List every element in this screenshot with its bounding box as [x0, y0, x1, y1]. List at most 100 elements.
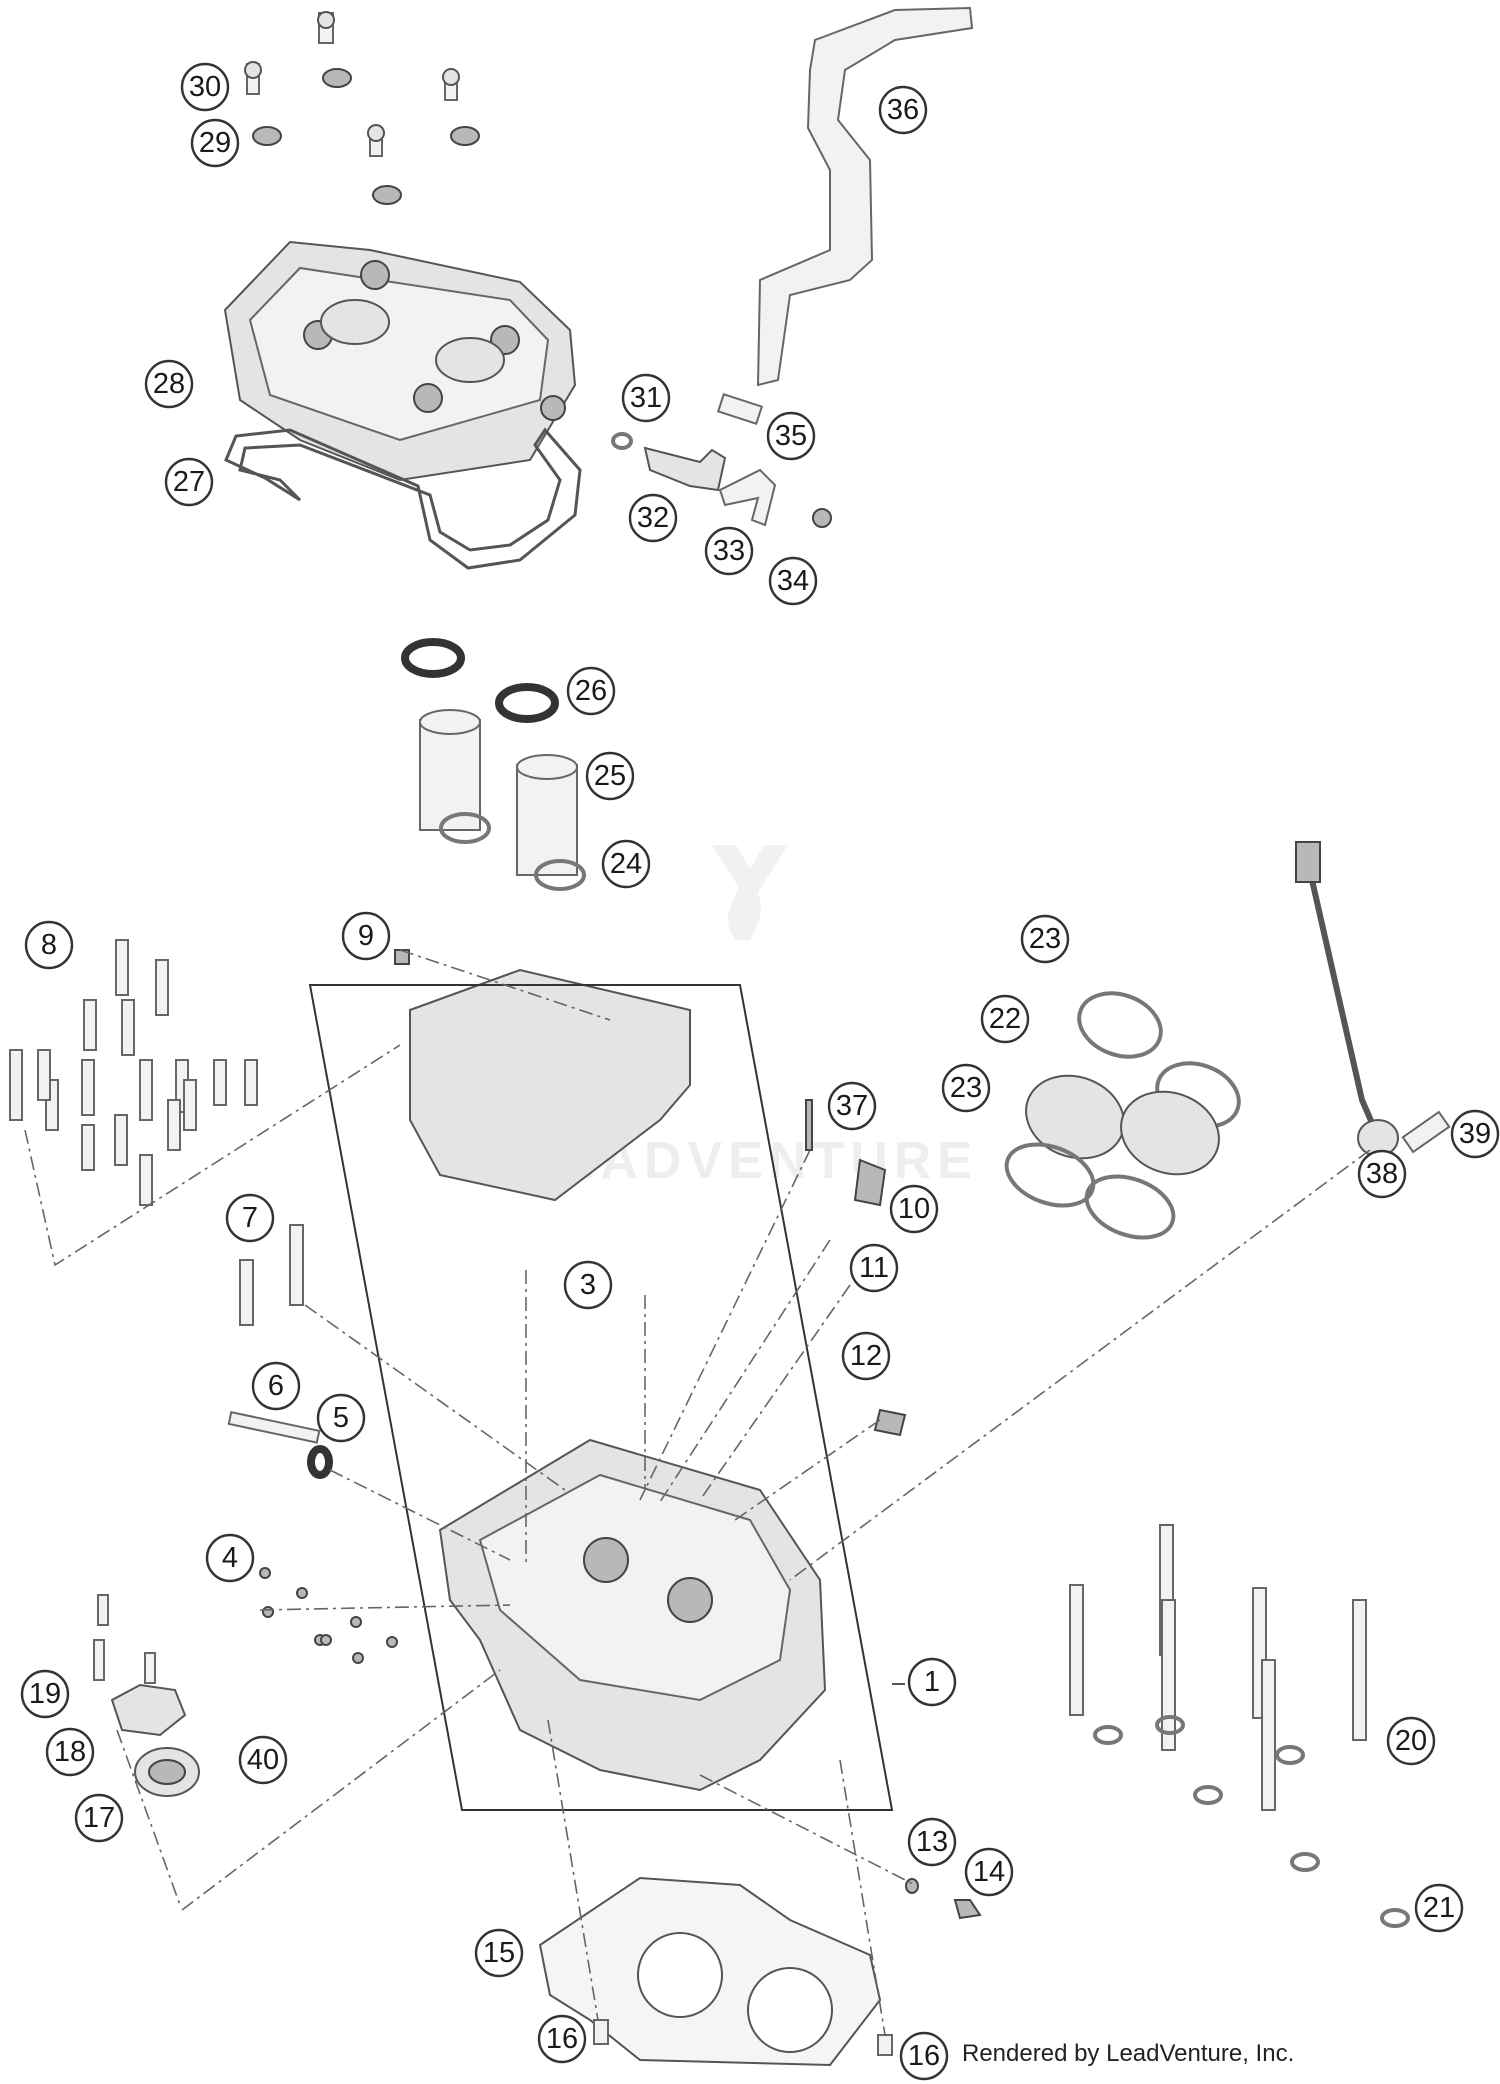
- valve-cover-gasket: [224, 427, 582, 570]
- callout-12: 12: [841, 1331, 891, 1381]
- callout-25: 25: [585, 751, 635, 801]
- head-bolts-set: [9, 939, 258, 1206]
- callout-20-label: 20: [1395, 1725, 1427, 1757]
- callout-13-label: 13: [916, 1826, 948, 1858]
- callout-22: 22: [980, 994, 1030, 1044]
- callout-38: 38: [1357, 1149, 1407, 1199]
- callout-35-label: 35: [775, 420, 807, 452]
- cylinder-bolts: [1069, 1524, 1410, 1928]
- callout-23b-label: 23: [950, 1072, 982, 1104]
- callout-28: 28: [144, 359, 194, 409]
- callout-34-label: 34: [777, 565, 809, 597]
- callout-40-label: 40: [247, 1744, 279, 1776]
- callout-15: 15: [474, 1928, 524, 1978]
- callout-37: 37: [827, 1081, 877, 1131]
- callout-28-label: 28: [153, 368, 185, 400]
- callout-5-label: 5: [333, 1402, 349, 1434]
- callout-36-label: 36: [887, 94, 919, 126]
- callout-36: 36: [878, 85, 928, 135]
- callout-22-label: 22: [989, 1003, 1021, 1035]
- callout-29-label: 29: [199, 127, 231, 159]
- callout-4-label: 4: [222, 1542, 238, 1574]
- callout-8: 8: [24, 920, 74, 970]
- spark-plug-tubes: [401, 638, 586, 891]
- callout-18: 18: [45, 1727, 95, 1777]
- thermostat-housing: [110, 1683, 187, 1737]
- callout-6-label: 6: [268, 1370, 284, 1402]
- breather-fitting: [643, 446, 727, 492]
- callout-16b-label: 16: [908, 2040, 940, 2072]
- callout-10-label: 10: [898, 1193, 930, 1225]
- callout-12-label: 12: [850, 1340, 882, 1372]
- callout-27-label: 27: [173, 466, 205, 498]
- callout-19: 19: [20, 1669, 70, 1719]
- callout-16b: 16: [899, 2031, 949, 2081]
- valve-cover-bolts: [244, 11, 480, 205]
- temp-sensor: [853, 1158, 887, 1207]
- callout-39: 39: [1450, 1109, 1500, 1159]
- callout-21: 21: [1414, 1883, 1464, 1933]
- credit-text: Rendered by LeadVenture, Inc.: [962, 2040, 1295, 2067]
- callout-31: 31: [621, 373, 671, 423]
- camshaft-carrier: [409, 968, 691, 1202]
- callout-23a-label: 23: [1029, 923, 1061, 955]
- callout-40: 40: [238, 1735, 288, 1785]
- callout-32: 32: [628, 493, 678, 543]
- small-nuts: [224, 1552, 398, 1664]
- callout-32-label: 32: [637, 502, 669, 534]
- valve-cover: [223, 240, 577, 482]
- callout-16a-label: 16: [546, 2023, 578, 2055]
- callout-7: 7: [225, 1193, 275, 1243]
- callout-11: 11: [849, 1243, 899, 1293]
- callout-14: 14: [964, 1847, 1014, 1897]
- callout-19-label: 19: [29, 1678, 61, 1710]
- callout-5: 5: [316, 1393, 366, 1443]
- callout-30-label: 30: [189, 71, 221, 103]
- callout-34: 34: [768, 556, 818, 606]
- callout-3-label: 3: [580, 1269, 596, 1301]
- callout-20: 20: [1386, 1716, 1436, 1766]
- assembly-frame: [308, 984, 905, 1811]
- callout-31-label: 31: [630, 382, 662, 414]
- callout-4: 4: [205, 1533, 255, 1583]
- callout-21-label: 21: [1423, 1892, 1455, 1924]
- callout-11-label: 11: [859, 1252, 889, 1284]
- callout-38-label: 38: [1366, 1158, 1398, 1190]
- callout-15-label: 15: [483, 1937, 515, 1969]
- callout-26: 26: [566, 666, 616, 716]
- callout-1-label: 1: [924, 1666, 940, 1698]
- callout-35: 35: [766, 411, 816, 461]
- callout-29: 29: [190, 118, 240, 168]
- callout-17-label: 17: [83, 1802, 115, 1834]
- hose-sleeve: [716, 393, 764, 425]
- callout-13: 13: [907, 1817, 957, 1867]
- callout-23a: 23: [1020, 914, 1070, 964]
- leader-lines: [24, 949, 1371, 2036]
- parts-drawing: [9, 6, 1451, 2067]
- callout-23b: 23: [941, 1063, 991, 1113]
- callout-37-label: 37: [836, 1090, 868, 1122]
- callout-8-label: 8: [41, 929, 57, 961]
- callout-6: 6: [251, 1361, 301, 1411]
- callout-24: 24: [601, 839, 651, 889]
- callout-18-label: 18: [54, 1736, 86, 1768]
- callout-33-label: 33: [713, 535, 745, 567]
- callout-33: 33: [704, 526, 754, 576]
- callout-9: 9: [341, 911, 391, 961]
- callout-9-label: 9: [358, 920, 374, 952]
- intake-boots: [1004, 991, 1241, 1240]
- callout-3: 3: [563, 1260, 613, 1310]
- callout-14-label: 14: [973, 1856, 1005, 1888]
- breather-hose: [756, 6, 974, 387]
- callout-17: 17: [74, 1793, 124, 1843]
- callout-24-label: 24: [610, 848, 642, 880]
- callout-10: 10: [889, 1184, 939, 1234]
- hose-bracket: [718, 468, 777, 527]
- callouts: 1 3 4 5 6 7 8 9 10 11 12 13 14 15 16 16 …: [20, 62, 1500, 2081]
- callout-39-label: 39: [1459, 1118, 1491, 1150]
- callout-30: 30: [180, 62, 230, 112]
- callout-16a: 16: [537, 2014, 587, 2064]
- callout-25-label: 25: [594, 760, 626, 792]
- callout-1: 1: [907, 1657, 957, 1707]
